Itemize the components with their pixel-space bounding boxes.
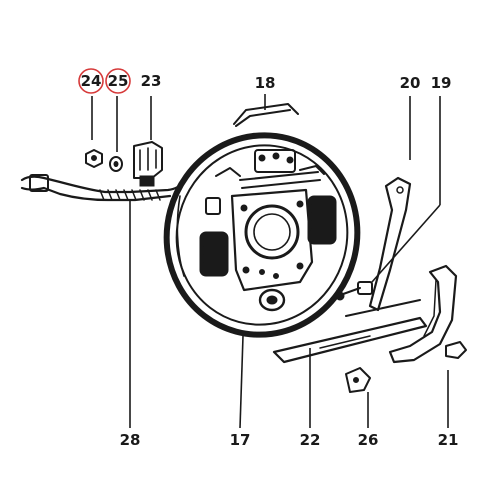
part-20-lever [368, 176, 412, 312]
callout-19: 19 [431, 74, 452, 92]
callout-20: 20 [400, 74, 421, 92]
leader-lines [91, 94, 449, 429]
callout-22: 22 [300, 431, 321, 449]
callout-24: 24 [81, 72, 102, 90]
brake-cable [20, 174, 186, 202]
callout-18: 18 [255, 74, 276, 92]
backing-plate-17 [163, 132, 361, 338]
washer-25 [109, 156, 123, 172]
callout-17: 17 [230, 431, 251, 449]
part-19-pin [331, 281, 373, 301]
bracket-23 [133, 141, 163, 187]
callout-25: 25 [108, 72, 129, 90]
highlight-circle-24 [78, 68, 104, 94]
part-26-clip [345, 367, 371, 393]
nut-24 [85, 149, 103, 168]
callout-21: 21 [438, 431, 459, 449]
highlight-circle-25 [105, 68, 131, 94]
callout-28: 28 [120, 431, 141, 449]
callout-26: 26 [358, 431, 379, 449]
part-22-strut [272, 299, 428, 364]
callout-23: 23 [141, 72, 162, 90]
part-18-bracket [233, 103, 299, 127]
part-21-brake-shoe [388, 264, 467, 364]
